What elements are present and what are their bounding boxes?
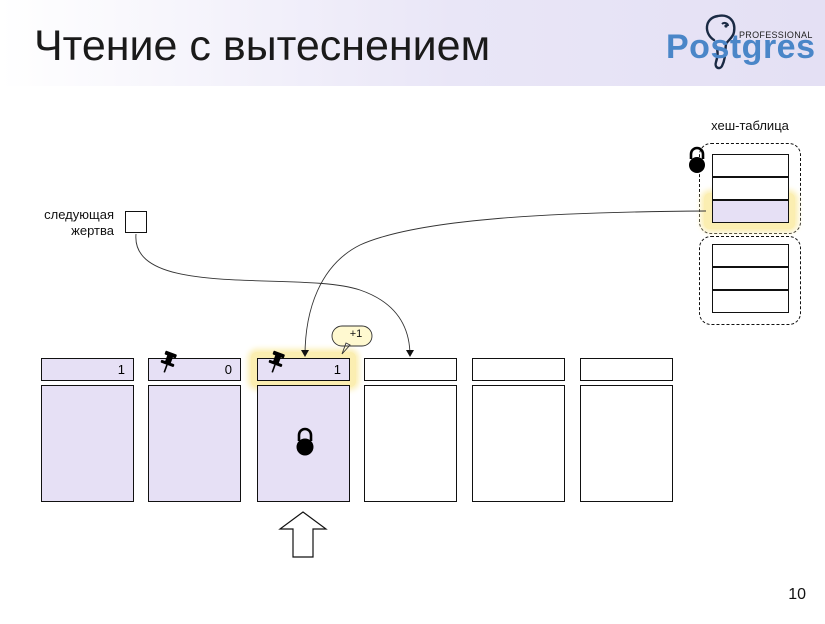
slide-title: Чтение с вытеснением: [34, 22, 491, 70]
hash-entry: [712, 290, 789, 313]
buffer-page-3: [257, 385, 350, 502]
buffer-header-6: [580, 358, 673, 381]
buffer-lock-icon: [296, 427, 314, 456]
buffer-page-4: [364, 385, 457, 502]
professional-label: PROFESSIONAL: [739, 30, 813, 40]
hash-bucket-group-top: [699, 143, 801, 234]
pin-increment-text: +1: [349, 328, 363, 340]
hash-entry: [712, 267, 789, 290]
buffer-header-5: [472, 358, 565, 381]
next-victim-label-text: следующая жертва: [44, 207, 114, 238]
buffer-page-6: [580, 385, 673, 502]
pin-icon: [268, 350, 285, 373]
hash-entry-selected: [712, 200, 789, 223]
postgres-elephant-icon: [705, 14, 736, 70]
page-number: 10: [788, 586, 806, 603]
hash-entry: [712, 177, 789, 200]
buffer-page-5: [472, 385, 565, 502]
usage-count: 0: [224, 362, 232, 377]
buffer-header-1: 1: [41, 358, 134, 381]
hash-table-label: хеш-таблица: [711, 118, 789, 133]
pin-increment-bubble: [331, 325, 373, 355]
postgres-logo-text: Postgres: [666, 28, 816, 66]
buffer-page-1: [41, 385, 134, 502]
hash-to-buffer-curve: [301, 210, 707, 357]
hash-entry: [712, 154, 789, 177]
slide-header: Чтение с вытеснением Postgres PROFESSION…: [0, 0, 825, 86]
next-victim-pointer-box: [125, 211, 147, 233]
hash-table-lock-icon: [689, 146, 705, 173]
pin-icon: [160, 350, 177, 373]
victim-to-buffer-curve: [135, 233, 414, 357]
next-victim-label: следующая жертва: [20, 207, 114, 239]
buffer-header-4: [364, 358, 457, 381]
hash-entry: [712, 244, 789, 267]
buffer-page-2: [148, 385, 241, 502]
hash-bucket-group-bottom: [699, 236, 801, 325]
current-buffer-arrow: [278, 511, 328, 558]
usage-count: 1: [333, 362, 341, 377]
usage-count: 1: [117, 362, 125, 377]
